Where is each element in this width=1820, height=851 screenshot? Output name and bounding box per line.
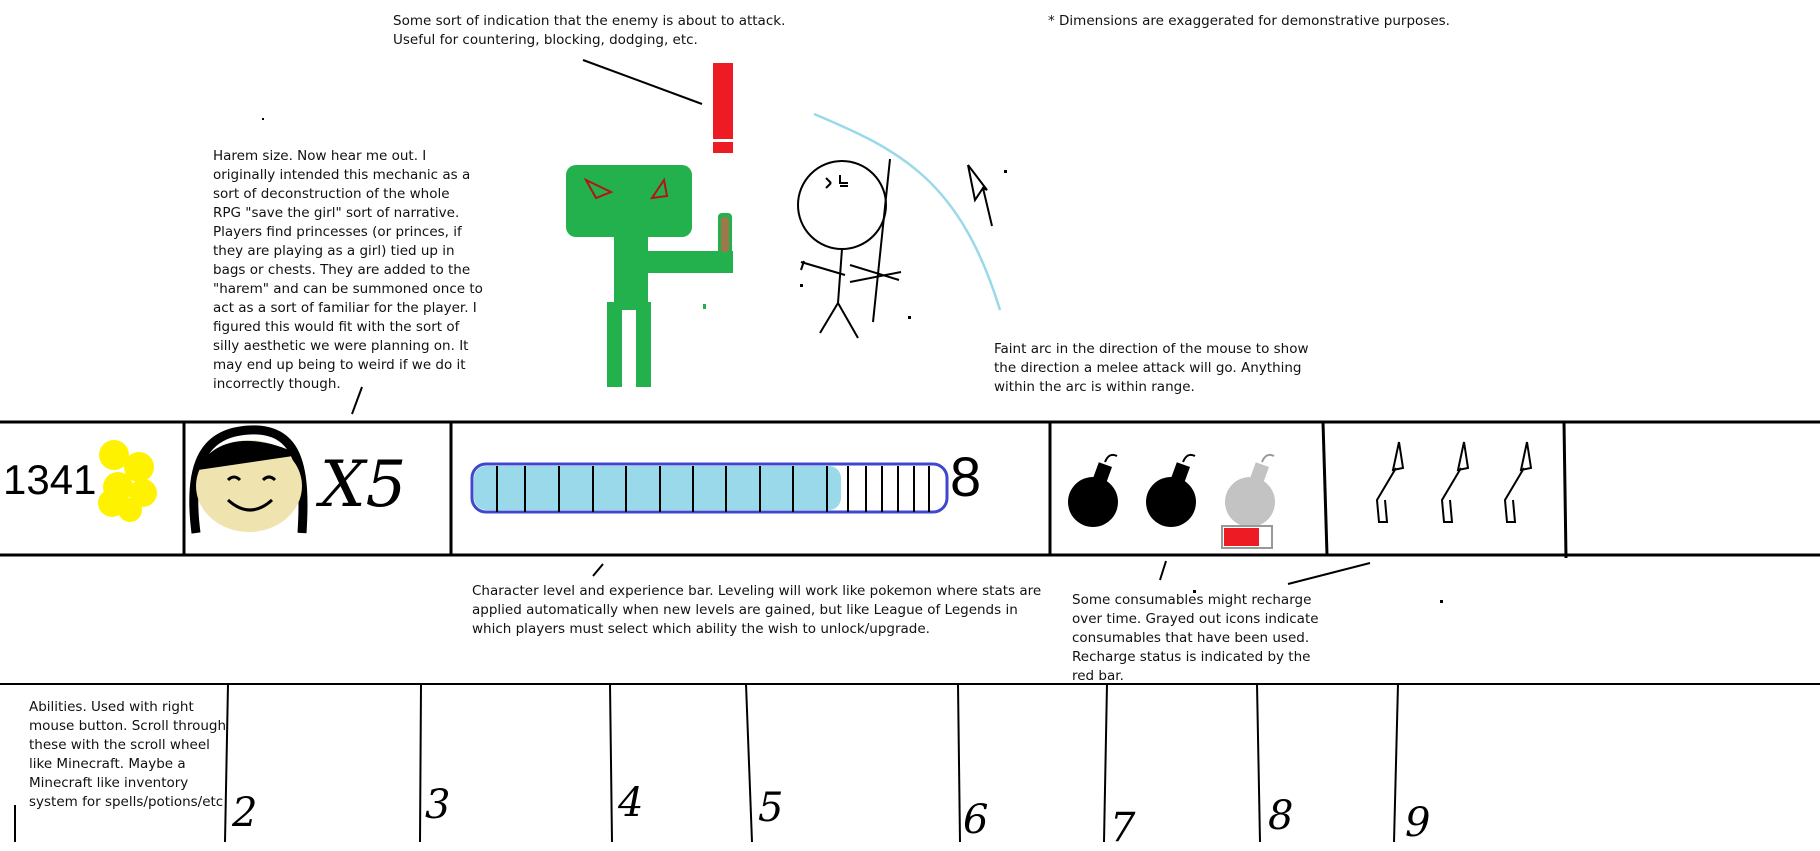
melee-arc bbox=[813, 112, 1002, 311]
ability-slot-number[interactable]: 4 bbox=[618, 780, 644, 826]
ability-slot-number[interactable]: 8 bbox=[1268, 793, 1294, 839]
potion-icon bbox=[1503, 441, 1533, 523]
potion-consumables bbox=[1375, 441, 1533, 523]
experience-fill bbox=[474, 466, 841, 510]
consumables-note: Some consumables might recharge over tim… bbox=[1072, 592, 1319, 684]
gold-count: 1341 bbox=[3, 456, 97, 503]
recharge-bar-frame bbox=[1221, 525, 1273, 549]
player-stick-figure bbox=[797, 158, 902, 339]
attack-note-pointer bbox=[582, 59, 703, 105]
recharge-bar-fill bbox=[1224, 528, 1259, 546]
gold-coins-icon bbox=[98, 440, 157, 522]
bomb-icon bbox=[1146, 453, 1196, 527]
level-bar-note: Character level and experience bar. Leve… bbox=[472, 583, 1042, 637]
ability-slot-number[interactable]: 7 bbox=[1110, 805, 1136, 851]
enemy-goblin bbox=[566, 165, 733, 387]
abilities-note: Abilities. Used with right mouse button.… bbox=[29, 699, 227, 810]
melee-arc-note: Faint arc in the direction of the mouse … bbox=[994, 341, 1309, 395]
potion-icon bbox=[1440, 441, 1470, 523]
attack-warning-icon bbox=[713, 63, 733, 153]
bomb-consumables bbox=[1068, 453, 1275, 549]
hud-bar-frame bbox=[0, 420, 1820, 559]
consumables-note-pointer bbox=[1159, 560, 1167, 581]
harem-count: X5 bbox=[320, 448, 407, 522]
level-number: 8 bbox=[950, 445, 982, 508]
ability-slot-number[interactable]: 5 bbox=[758, 785, 784, 831]
mouse-cursor-icon bbox=[967, 164, 993, 227]
dimensions-note: * Dimensions are exaggerated for demonst… bbox=[1048, 13, 1450, 29]
potion-icon bbox=[1375, 441, 1405, 523]
harem-note: Harem size. Now hear me out. I originall… bbox=[213, 148, 483, 392]
level-note-pointer bbox=[592, 563, 604, 577]
attack-warning-note: Some sort of indication that the enemy i… bbox=[393, 13, 786, 48]
ability-slot-number[interactable]: 2 bbox=[232, 790, 258, 836]
experience-bar bbox=[470, 462, 949, 514]
ability-bar-frame bbox=[0, 683, 1820, 842]
harem-note-pointer bbox=[351, 386, 363, 415]
ability-slot-number[interactable]: 3 bbox=[425, 782, 451, 828]
ability-slot-number[interactable]: 6 bbox=[963, 797, 989, 843]
consumables-note-pointer-2 bbox=[1287, 562, 1371, 585]
bomb-used-icon bbox=[1221, 453, 1275, 549]
bomb-icon bbox=[1068, 453, 1118, 527]
ability-slot-number[interactable]: 9 bbox=[1405, 800, 1431, 846]
harem-portrait-icon bbox=[189, 425, 308, 534]
